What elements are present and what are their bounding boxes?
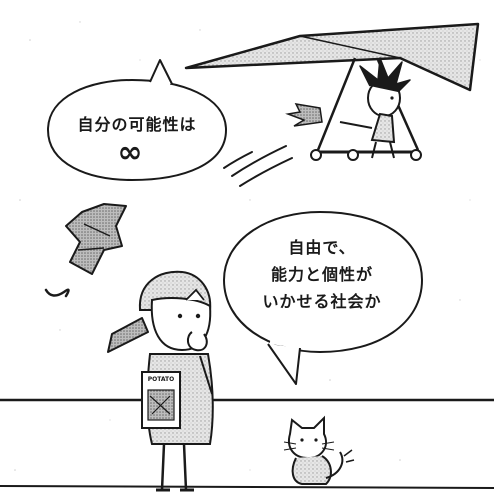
paper-texture (14, 21, 481, 471)
speech-bubble-left (46, 59, 228, 182)
bubble-right-text: 自由で、 能力と個性が いかせる社会か (232, 234, 412, 315)
bubble-right-line1: 自由で、 (288, 238, 356, 257)
bubble-left-infinity: ∞ (117, 135, 143, 170)
child-figure (107, 270, 214, 492)
hang-glider (184, 22, 480, 161)
bubble-left-line1: 自分の可能性は (77, 115, 197, 134)
bubble-right-line2: 能力と個性が (270, 265, 373, 284)
falling-leaf (44, 203, 127, 298)
book-label: POTATO (147, 376, 175, 383)
motion-lines (223, 145, 293, 187)
floor-lines (0, 398, 494, 489)
cat-figure (283, 415, 355, 485)
speech-bubble-right (222, 210, 424, 385)
bubble-right-line3: いかせる社会か (262, 292, 382, 311)
